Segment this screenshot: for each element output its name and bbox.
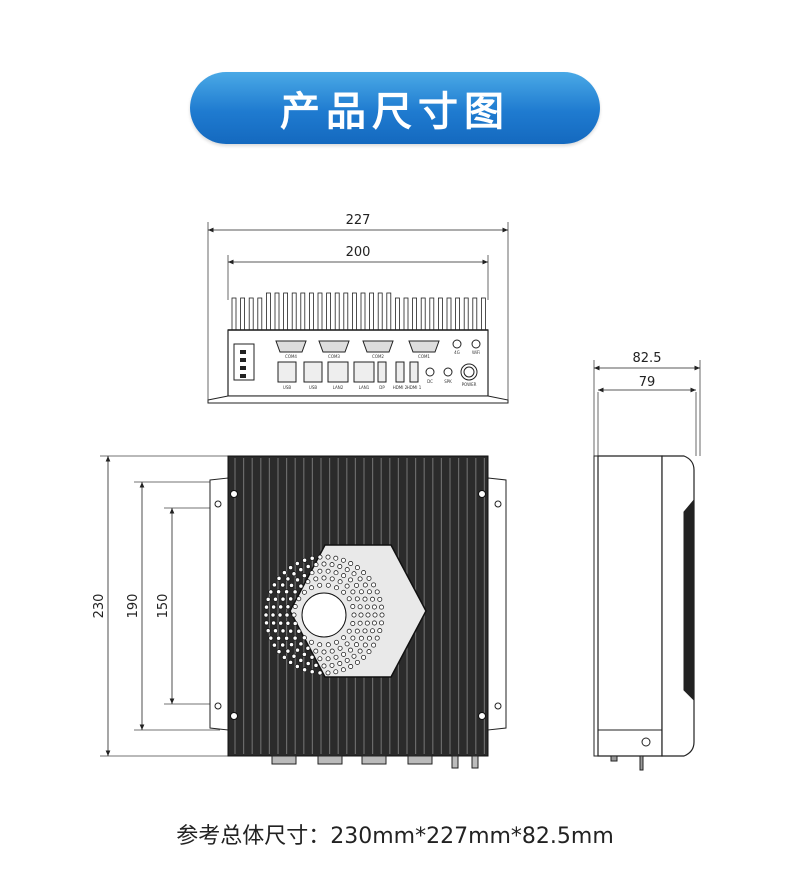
port-label-usb: USB: [309, 385, 317, 390]
port-label-spk: SPK: [444, 379, 452, 384]
antenna-4g: [452, 339, 462, 349]
port-label-lan2: LAN2: [333, 385, 344, 390]
title-banner: 产品尺寸图: [190, 72, 600, 144]
dim-label-227: 227: [346, 213, 371, 228]
side-chassis: [597, 455, 663, 757]
port-label-hdmi1: HDMI 1: [407, 385, 422, 390]
port-label-dc: DC: [427, 379, 433, 384]
port-label-com4: COM4: [285, 354, 297, 359]
fan-hub: [301, 592, 347, 638]
port-label-com3: COM3: [328, 354, 340, 359]
hdmi-port: [409, 361, 419, 383]
dc-jack: [425, 367, 435, 377]
dim-label-79: 79: [639, 375, 656, 390]
side-screw: [641, 737, 651, 747]
screw: [230, 712, 238, 720]
port-label-com1: COM1: [418, 354, 430, 359]
dimensions-caption: 参考总体尺寸：230mm*227mm*82.5mm: [176, 824, 614, 849]
mount-hole: [214, 500, 222, 508]
mount-hole: [494, 702, 502, 710]
dp-port: [377, 361, 387, 383]
dim-label-230: 230: [92, 594, 107, 619]
hdmi-port: [395, 361, 405, 383]
dim-label-200: 200: [346, 245, 371, 260]
port-label-power: POWER: [462, 382, 477, 387]
port-label-com2: COM2: [372, 354, 384, 359]
page-title: 产品尺寸图: [280, 89, 510, 135]
screw: [478, 490, 486, 498]
mount-hole: [214, 702, 222, 710]
mount-hole: [494, 500, 502, 508]
port-label-usb: USB: [283, 385, 291, 390]
side-view: 82.5 79: [593, 351, 701, 771]
com-port: [318, 340, 350, 353]
dim-label-190: 190: [126, 594, 141, 619]
usb-port: [277, 361, 297, 383]
spk-jack: [443, 367, 453, 377]
screw: [478, 712, 486, 720]
usb-port: [303, 361, 323, 383]
port-label-4g: 4G: [454, 350, 460, 355]
dim-label-150: 150: [156, 594, 171, 619]
port-label-lan1: LAN1: [359, 385, 370, 390]
front-view: 227 200 COM4 COM3 COM2 COM1 4G WiFi: [207, 213, 509, 404]
com-port: [275, 340, 307, 353]
dim-label-82-5: 82.5: [633, 351, 662, 366]
top-view: 230 190 150: [92, 455, 507, 769]
lan-port: [327, 361, 349, 383]
lan-port: [353, 361, 375, 383]
screw: [230, 490, 238, 498]
port-label-wifi: WiFi: [472, 350, 480, 355]
com-port: [408, 340, 440, 353]
com-port: [362, 340, 394, 353]
heatsink-fins: [231, 292, 486, 331]
port-label-hdmi2: HDMI 2: [393, 385, 408, 390]
port-label-dp: DP: [379, 385, 385, 390]
antenna-wifi: [471, 339, 481, 349]
